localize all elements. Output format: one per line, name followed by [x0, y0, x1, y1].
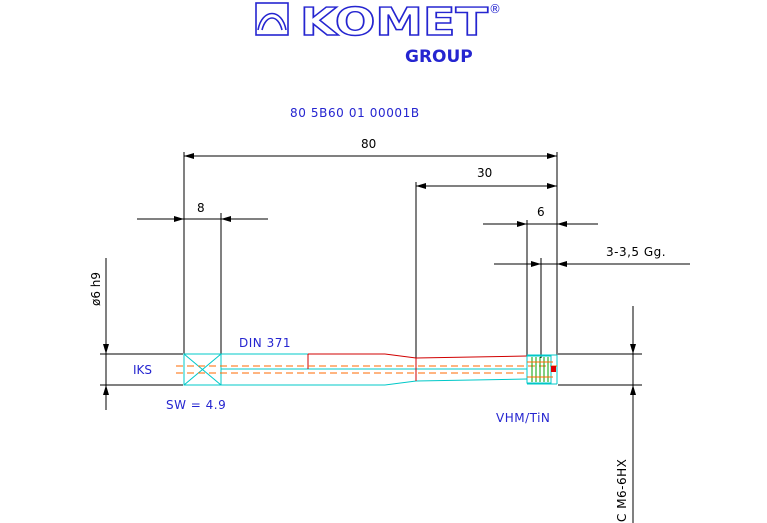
- tap-outline: [183, 353, 558, 386]
- dim-chamfer-threads: 3-3,5 Gg.: [606, 245, 666, 259]
- label-material-coating: VHM/TiN: [496, 411, 550, 425]
- dimension-arrows: [103, 153, 690, 410]
- komet-logo: KOMET ® GROUP: [255, 0, 501, 67]
- label-din-standard: DIN 371: [239, 336, 291, 350]
- logo-registered-mark: ®: [489, 2, 501, 16]
- dim-thread-section-length: 30: [477, 166, 492, 180]
- tap-body: [176, 353, 560, 386]
- label-square-size: SW = 4.9: [166, 398, 226, 412]
- thread-chamfer-region: [526, 355, 556, 384]
- label-iks: IKS: [133, 363, 152, 377]
- dimension-lines: [100, 152, 642, 523]
- dim-chamfer-length: 6: [537, 205, 545, 219]
- dim-shank-diameter: ø6 h9: [89, 272, 103, 306]
- tap-centerline: [176, 365, 560, 374]
- logo-brand-text: KOMET: [300, 0, 488, 44]
- dim-square-length: 8: [197, 201, 205, 215]
- komet-arc-emblem-icon: [255, 2, 289, 36]
- tap-core-outline: [307, 353, 528, 381]
- logo-group-text: GROUP: [405, 47, 473, 67]
- dim-overall-length: 80: [361, 137, 376, 151]
- dim-thread-size: C M6-6HX: [615, 459, 629, 522]
- part-number: 80 5B60 01 00001B: [290, 106, 420, 120]
